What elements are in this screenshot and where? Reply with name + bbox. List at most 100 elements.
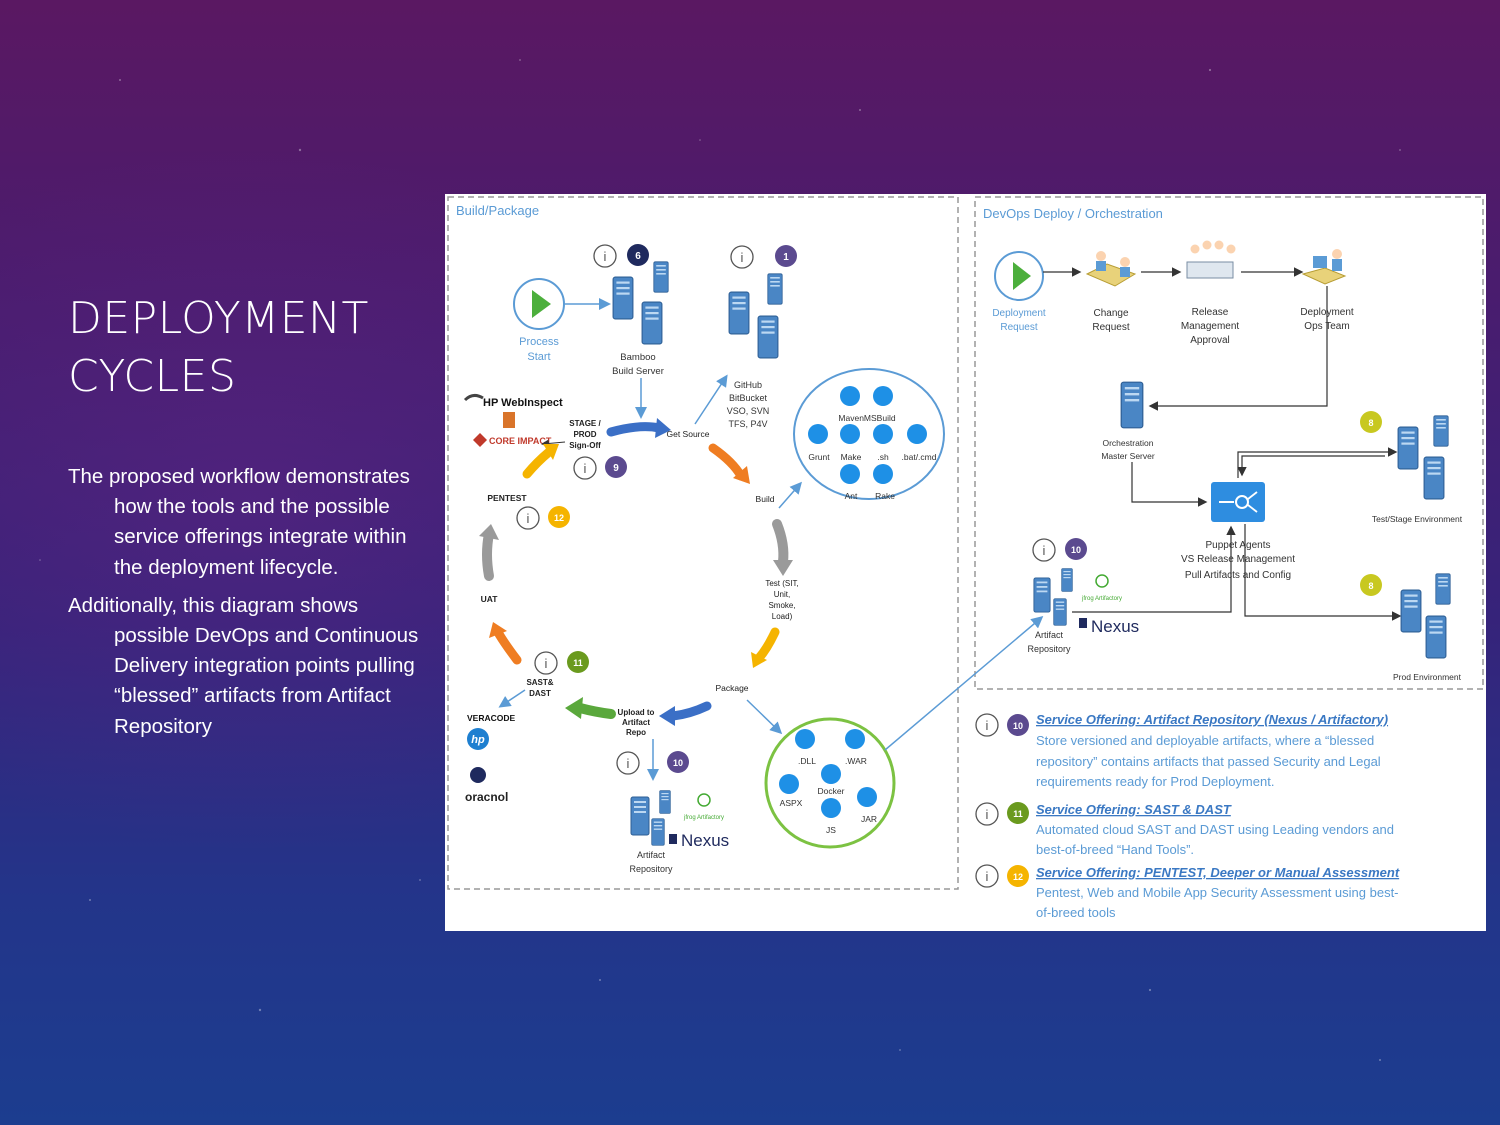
hp-logo: hp <box>467 728 489 750</box>
people-icon <box>1186 261 1234 279</box>
badge-10 <box>667 751 689 773</box>
jfrog-logo-icon <box>697 793 711 807</box>
play-icon <box>1013 262 1031 290</box>
tool-dot <box>840 464 860 484</box>
person-head <box>1332 249 1342 259</box>
cycle-arrow-blue-bottom <box>668 701 712 721</box>
info-icon-glyph: i <box>627 756 630 771</box>
badge-11-label: 11 <box>573 658 583 668</box>
info-badge-6: i 6 <box>593 244 649 268</box>
server-icon <box>612 276 634 320</box>
release-label-3: Approval <box>1190 335 1229 346</box>
badge-9 <box>605 456 627 478</box>
deploy-request-label-1: Deployment <box>992 308 1046 319</box>
hp-webinspect-text: HP WebInspect <box>483 397 563 409</box>
tool-rake: Rake <box>875 491 895 501</box>
release-label-2: Management <box>1181 321 1240 332</box>
person-head <box>1190 244 1200 254</box>
build-to-tools-arrow <box>778 481 802 509</box>
badge-12-label: 12 <box>554 513 564 523</box>
slide-title: DEPLOYMENT CYCLES <box>68 290 428 406</box>
release-management: Release Management Approval <box>1181 240 1240 346</box>
offering-12-title[interactable]: Service Offering: PENTEST, Deeper or Man… <box>1036 865 1400 880</box>
devops-artifact-repository: i 10 jfrog Artifactory Nexus Artifact Re… <box>1027 538 1139 654</box>
gear-icon-spoke <box>1247 491 1258 500</box>
oracle-logo-mark <box>470 767 486 783</box>
workflow-diagram: Build/Package DevOps Deploy / Orchestrat… <box>445 194 1486 931</box>
badge-10-devops <box>1065 538 1087 560</box>
server-icon <box>651 818 665 846</box>
cycle-arrow-orange-left-head <box>489 622 507 638</box>
sast-label-1: SAST& <box>526 678 553 687</box>
badge-9-label: 9 <box>613 463 619 474</box>
get-source-label: Get Source <box>667 429 710 439</box>
cycle-arrow-yellow-right-head <box>751 652 767 668</box>
sast-label-2: DAST <box>529 689 551 698</box>
deploy-request-label-2: Request <box>1000 322 1037 333</box>
server-icon <box>659 790 671 814</box>
monitor-icon <box>1313 256 1327 268</box>
cycle-arrow-green-head <box>565 697 583 719</box>
jfrog-logo-icon <box>1095 574 1109 588</box>
server-icon <box>1423 456 1445 500</box>
person-head <box>1202 240 1212 250</box>
process-start-label-2: Start <box>527 351 550 363</box>
pkg-dot <box>857 787 877 807</box>
tool-dot <box>808 424 828 444</box>
test-label-2: Unit, <box>774 590 790 599</box>
tools-ellipse-outline <box>793 368 945 500</box>
tool-dot <box>873 386 893 406</box>
offering-badge-12-label: 12 <box>1013 872 1023 882</box>
service-offering-11: i 11 Service Offering: SAST & DAST Autom… <box>975 802 1394 857</box>
badge-10-label: 10 <box>673 758 683 768</box>
pkg-jar: JAR <box>861 814 877 824</box>
badge-6-label: 6 <box>635 251 641 262</box>
upload-label-1: Upload to <box>618 708 655 717</box>
person-body <box>1120 267 1130 277</box>
orchestration-master-server: Orchestration Master Server <box>1101 381 1155 461</box>
person-head <box>1120 257 1130 267</box>
info-badge-12: i 12 <box>516 506 570 530</box>
offering-11-line-1: Automated cloud SAST and DAST using Lead… <box>1036 822 1394 837</box>
service-offering-12: i 12 Service Offering: PENTEST, Deeper o… <box>975 864 1400 920</box>
info-icon <box>616 751 640 775</box>
server-icon <box>653 261 669 293</box>
orchestration-label-1: Orchestration <box>1102 438 1153 448</box>
person-head <box>1226 244 1236 254</box>
jfrog-logo-text: jfrog Artifactory <box>683 815 724 821</box>
pkg-dot <box>821 798 841 818</box>
person-head <box>1214 240 1224 250</box>
nexus-logo-mark <box>1079 618 1087 628</box>
repo-to-devops-arrow <box>884 616 1044 751</box>
cycle-arrow-gray-right <box>772 519 789 567</box>
server-icon <box>1053 598 1067 626</box>
badge-8-prod <box>1360 574 1382 596</box>
tool-dot <box>840 386 860 406</box>
bamboo-label-1: Bamboo <box>620 352 655 363</box>
paragraph-workflow: The proposed workflow demonstrates how t… <box>68 465 410 579</box>
upload-label-2: Artifact <box>622 718 650 727</box>
info-icon <box>975 802 999 826</box>
orchestration-label-2: Master Server <box>1101 451 1155 461</box>
hp-webinspect-logo: HP WebInspect <box>463 393 563 409</box>
info-icon <box>730 245 754 269</box>
puppet-label-2: VS Release Management <box>1181 554 1295 565</box>
server-icon <box>1400 589 1422 633</box>
server-icon <box>1425 615 1447 659</box>
offering-badge-10 <box>1007 714 1029 736</box>
offering-11-title[interactable]: Service Offering: SAST & DAST <box>1036 802 1232 817</box>
person-head <box>1096 251 1106 261</box>
jfrog-logo-text: jfrog Artifactory <box>1081 596 1122 602</box>
cycle-arrow-yellow-right <box>754 627 780 663</box>
badge-12 <box>548 506 570 528</box>
tool-grunt: Grunt <box>808 452 830 462</box>
info-badge-11: i 11 <box>534 651 589 675</box>
devops-section-title: DevOps Deploy / Orchestration <box>983 206 1163 221</box>
offering-10-title[interactable]: Service Offering: Artifact Repository (N… <box>1036 712 1388 727</box>
badge-6 <box>627 244 649 266</box>
hp-logo-circle <box>467 728 489 750</box>
devops-artifact-repo-label-2: Repository <box>1027 644 1071 654</box>
people-icon <box>1301 267 1347 285</box>
cycle-arrow-blue <box>606 422 664 437</box>
